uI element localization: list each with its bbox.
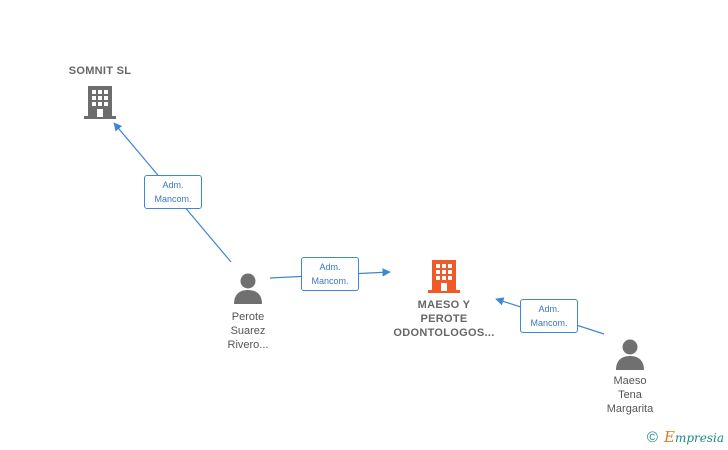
- brand-initial: E: [663, 428, 675, 446]
- edge-label-line: Adm.: [538, 304, 560, 314]
- company-name-line: PEROTE: [420, 313, 468, 325]
- edge-label-line: Mancom.: [530, 318, 568, 328]
- company-name: SOMNIT SL: [68, 65, 132, 77]
- building-icon: [84, 86, 116, 119]
- edge-label-line: Mancom.: [311, 276, 349, 286]
- edge-label-perote-maeso-perote[interactable]: Adm. Mancom.: [301, 257, 359, 291]
- node-perote[interactable]: Perote Suarez Rivero...: [208, 272, 288, 352]
- person-name-line: Tena: [618, 389, 642, 401]
- node-maeso-perote[interactable]: MAESO Y PEROTE ODONTOLOGOS...: [382, 258, 506, 340]
- brand-logo: Empresia: [664, 428, 724, 446]
- company-name-line: MAESO Y: [417, 299, 471, 311]
- company-name-line: ODONTOLOGOS...: [393, 327, 495, 339]
- person-icon: [616, 339, 644, 370]
- building-icon: [428, 260, 460, 293]
- node-maeso-tena[interactable]: Maeso Tena Margarita: [590, 338, 670, 416]
- person-name-line: Perote: [231, 311, 265, 323]
- edge-label-maeso-tena-maeso-perote[interactable]: Adm. Mancom.: [520, 299, 578, 333]
- edge-label-perote-somnit[interactable]: Adm. Mancom.: [144, 175, 202, 209]
- copyright-icon: ©: [646, 428, 658, 446]
- node-somnit[interactable]: SOMNIT SL: [58, 64, 142, 120]
- edge-label-line: Mancom.: [154, 194, 192, 204]
- person-name-line: Maeso: [613, 375, 647, 387]
- person-name-line: Rivero...: [227, 339, 269, 351]
- person-icon: [234, 273, 262, 304]
- edge-label-line: Adm.: [319, 262, 341, 272]
- person-name-line: Suarez: [230, 325, 266, 337]
- brand-rest: mpresia: [674, 431, 724, 445]
- footer-brand[interactable]: © Empresia: [647, 428, 724, 446]
- edge-label-line: Adm.: [162, 180, 184, 190]
- person-name-line: Margarita: [606, 403, 654, 415]
